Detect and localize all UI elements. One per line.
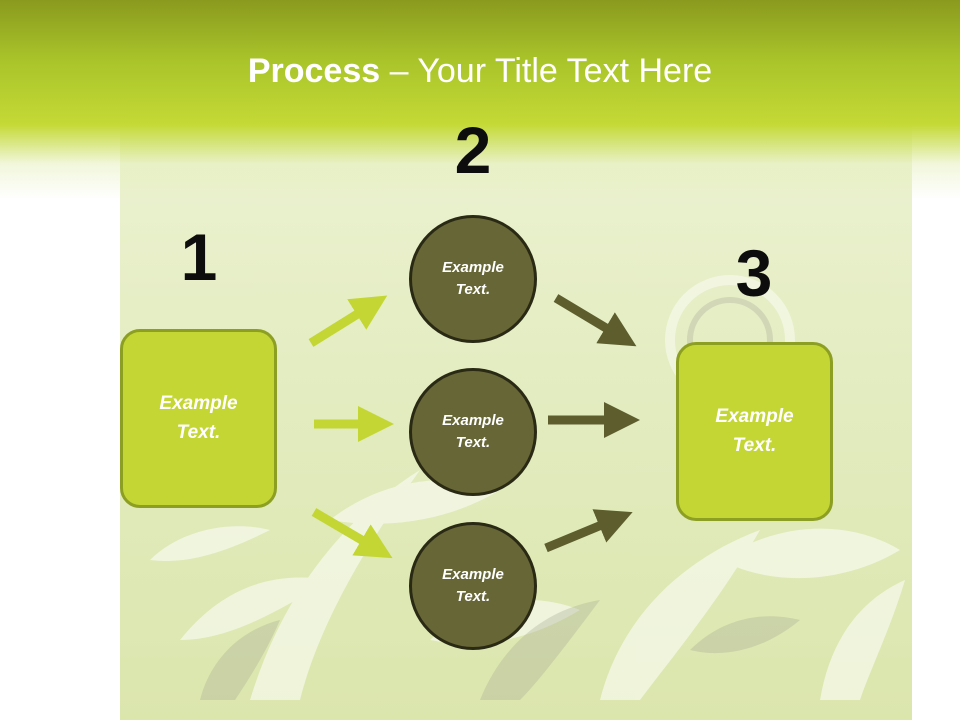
- header-band: [0, 0, 960, 200]
- step-number-1: 1: [180, 220, 218, 294]
- step-number-3: 3: [735, 236, 773, 310]
- title-rest: – Your Title Text Here: [380, 52, 713, 90]
- arrow-right-icon: [308, 295, 388, 347]
- circle-middle-text: Example Text.: [442, 411, 504, 452]
- step-number-2: 2: [454, 113, 492, 187]
- left-box-text: Example Text.: [159, 393, 238, 443]
- circle-middle: Example Text.: [409, 368, 537, 496]
- circle-top-text: Example Text.: [442, 258, 504, 299]
- left-box: Example Text.: [120, 329, 277, 508]
- circle-bottom-text: Example Text.: [442, 565, 504, 606]
- right-box-text: Example Text.: [715, 406, 794, 456]
- right-box: Example Text.: [676, 342, 833, 521]
- arrow-right-icon: [544, 509, 633, 553]
- title-bold: Process: [247, 52, 381, 90]
- circle-bottom: Example Text.: [409, 522, 537, 650]
- circle-top: Example Text.: [409, 215, 537, 343]
- arrow-right-icon: [311, 508, 393, 559]
- arrow-right-icon: [553, 294, 637, 347]
- slide-title: Process – Your Title Text Here: [0, 52, 960, 91]
